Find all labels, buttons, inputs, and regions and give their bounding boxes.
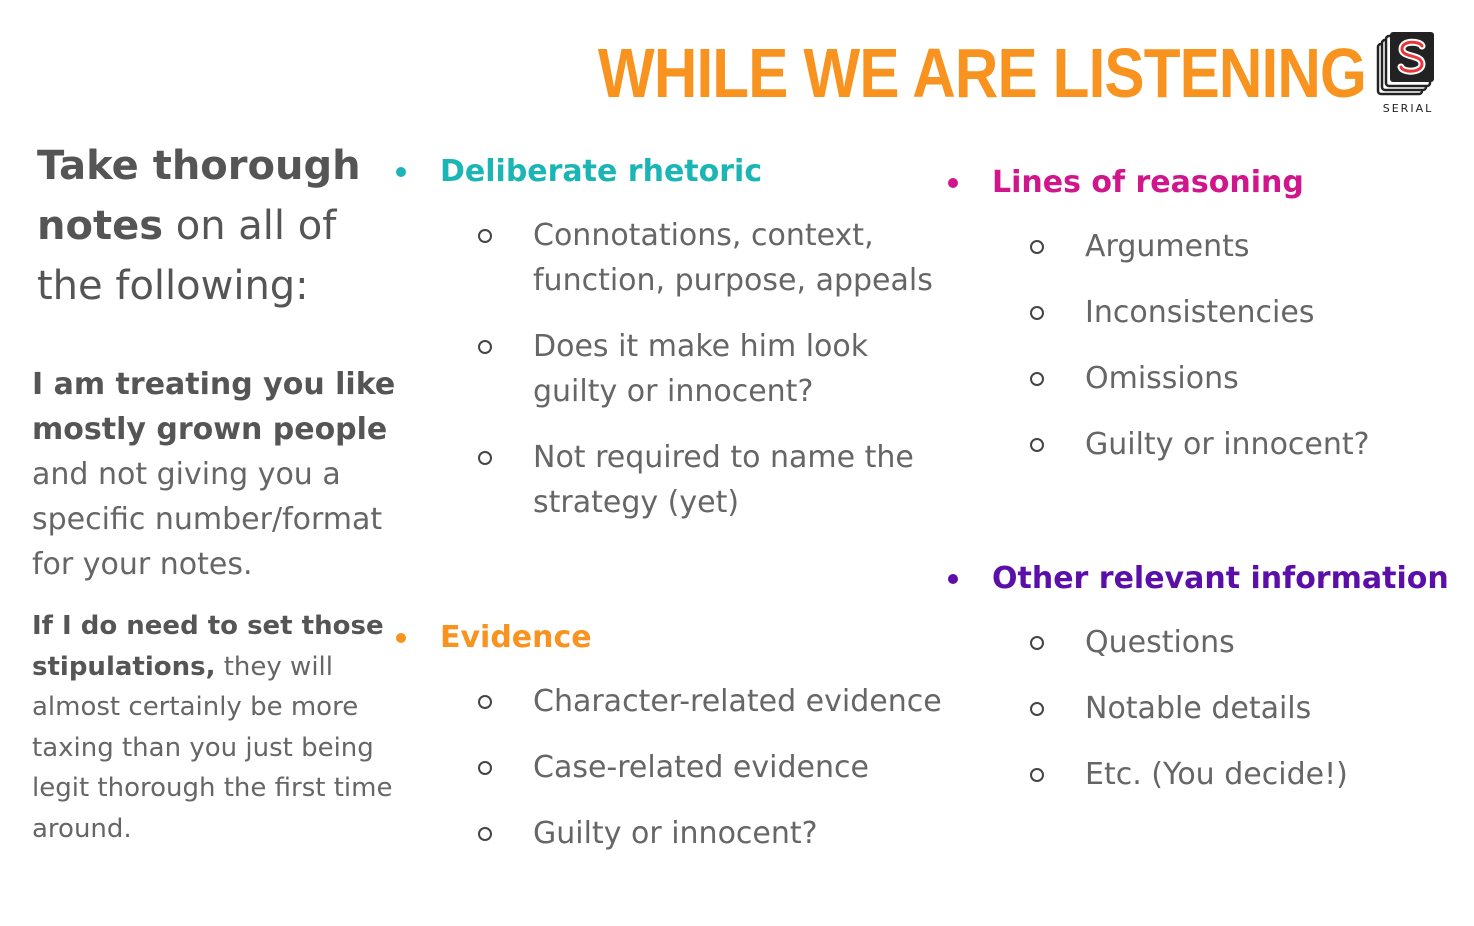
list-item-text: Not required to name the strategy (yet) <box>533 440 914 520</box>
paragraph-stipulations: If I do need to set those stipulations, … <box>32 606 402 849</box>
list-item-text: Does it make him look guilty or innocent… <box>533 329 869 409</box>
bullet-circle-icon <box>1030 768 1044 782</box>
list-item: Etc. (You decide!) <box>946 752 1466 797</box>
section-heading-text: Other relevant information <box>992 561 1449 596</box>
slide-title: WHILE WE ARE LISTENING <box>597 34 1367 112</box>
section-heading: Deliberate rhetoric <box>394 152 954 192</box>
section-evidence: Evidence Character-related evidence Case… <box>394 618 954 856</box>
bullet-circle-icon <box>1030 702 1044 716</box>
list-item-text: Case-related evidence <box>533 750 869 785</box>
list-item: Does it make him look guilty or innocent… <box>394 324 954 414</box>
list-item-text: Notable details <box>1085 691 1312 726</box>
list-item: Character-related evidence <box>394 679 954 724</box>
bullet-circle-icon <box>1030 438 1044 452</box>
intro-bold-1: Take thorough <box>37 143 361 189</box>
paragraph-grown-people: I am treating you like mostly grown peop… <box>32 362 402 587</box>
section-heading: Lines of reasoning <box>946 163 1446 203</box>
list-item-text: Arguments <box>1085 229 1250 264</box>
list-item: Notable details <box>946 686 1466 731</box>
bullet-circle-icon <box>478 451 492 465</box>
list-item: Omissions <box>946 356 1446 401</box>
list-item-text: Omissions <box>1085 361 1239 396</box>
bullet-dot-icon <box>948 178 958 188</box>
bullet-dot-icon <box>396 633 406 643</box>
list-item-text: Etc. (You decide!) <box>1085 757 1348 792</box>
section-heading: Other relevant information <box>946 559 1466 599</box>
intro-rest-2: the following: <box>37 263 309 309</box>
intro-rest-1: on all of <box>163 203 337 249</box>
section-heading: Evidence <box>394 618 954 658</box>
list-item-text: Inconsistencies <box>1085 295 1315 330</box>
bullet-circle-icon <box>478 695 492 709</box>
paragraph-1-text: and not giving you a specific number/for… <box>32 457 383 582</box>
paragraph-2-text: they will almost certainly be more taxin… <box>32 651 393 844</box>
bullet-dot-icon <box>948 574 958 584</box>
list-item: Arguments <box>946 224 1446 269</box>
list-item: Questions <box>946 620 1466 665</box>
list-item-text: Guilty or innocent? <box>1085 427 1370 462</box>
intro-bold-2: notes <box>37 203 164 249</box>
intro-text: Take thorough notes on all of the follow… <box>37 136 377 316</box>
section-lines-of-reasoning: Lines of reasoning Arguments Inconsisten… <box>946 163 1446 467</box>
paragraph-2-bold: If I do need to set those stipulations, <box>32 611 384 682</box>
section-heading-text: Evidence <box>440 620 592 655</box>
list-item: Guilty or innocent? <box>946 422 1446 467</box>
list-item-text: Questions <box>1085 625 1235 660</box>
bullet-circle-icon <box>478 827 492 841</box>
list-item: Connotations, context, function, purpose… <box>394 213 954 303</box>
serial-logo-label: SERIAL <box>1382 102 1434 115</box>
list-item: Case-related evidence <box>394 745 954 790</box>
list-item-text: Connotations, context, function, purpose… <box>533 218 933 298</box>
bullet-circle-icon <box>478 229 492 243</box>
section-deliberate-rhetoric: Deliberate rhetoric Connotations, contex… <box>394 152 954 525</box>
bullet-circle-icon <box>1030 636 1044 650</box>
bullet-circle-icon <box>1030 306 1044 320</box>
list-item-text: Character-related evidence <box>533 684 942 719</box>
list-item: Inconsistencies <box>946 290 1446 335</box>
list-item-text: Guilty or innocent? <box>533 816 818 851</box>
section-heading-text: Deliberate rhetoric <box>440 154 763 189</box>
paragraph-1-bold: I am treating you like mostly grown peop… <box>32 367 396 447</box>
serial-logo: SERIAL <box>1376 30 1440 120</box>
bullet-circle-icon <box>478 761 492 775</box>
bullet-dot-icon <box>396 167 406 177</box>
list-item: Not required to name the strategy (yet) <box>394 435 954 525</box>
bullet-circle-icon <box>1030 240 1044 254</box>
bullet-circle-icon <box>1030 372 1044 386</box>
bullet-circle-icon <box>478 340 492 354</box>
section-heading-text: Lines of reasoning <box>992 165 1304 200</box>
list-item: Guilty or innocent? <box>394 811 954 856</box>
section-other-relevant-information: Other relevant information Questions Not… <box>946 559 1466 797</box>
serial-logo-icon <box>1376 32 1434 96</box>
